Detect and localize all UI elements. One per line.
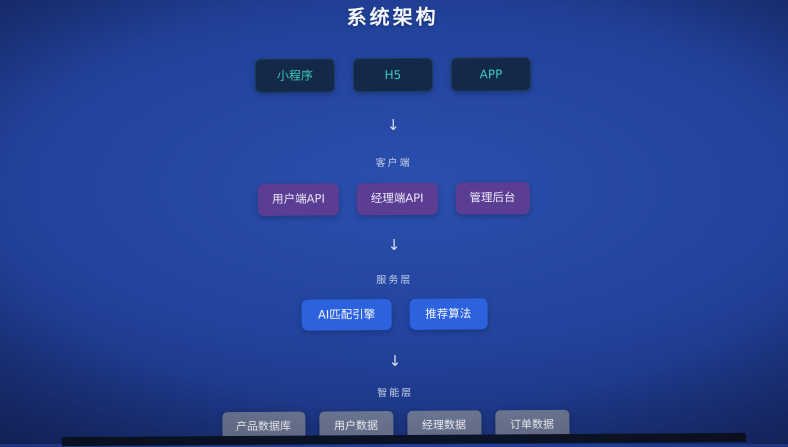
node-h5: H5	[352, 57, 434, 93]
node-user-api: 用户端API	[258, 183, 339, 216]
node-app: APP	[450, 57, 532, 92]
node-admin-backend: 管理后台	[455, 182, 530, 215]
row-client-api: 用户端API 经理端API 管理后台	[258, 182, 530, 216]
down-arrow-1: ↓	[386, 115, 400, 135]
down-arrow-3: ↓	[388, 351, 402, 371]
node-manager-api: 经理端API	[356, 182, 438, 215]
layer-label-client: 客户端	[375, 157, 412, 170]
row-service-layer: AI匹配引擎 推荐算法	[301, 297, 488, 331]
node-ai-matching-engine: AI匹配引擎	[301, 298, 392, 331]
page-title: 系统架构	[346, 4, 439, 30]
down-arrow-2: ↓	[387, 235, 401, 254]
node-mini-program: 小程序	[254, 58, 336, 93]
row-client-apps: 小程序 H5 APP	[254, 57, 532, 93]
layer-label-intelligence: 智能层	[377, 387, 414, 400]
node-recommendation-algorithm: 推荐算法	[409, 297, 488, 330]
layer-label-service: 服务层	[376, 274, 413, 286]
